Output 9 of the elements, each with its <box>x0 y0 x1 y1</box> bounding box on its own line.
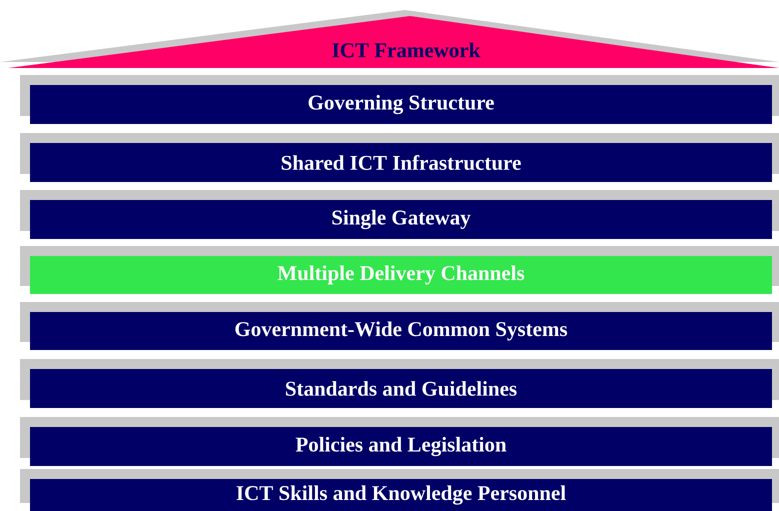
layer-bar: Multiple Delivery Channels <box>20 246 779 294</box>
roof-triangle: ICT Framework <box>0 10 779 68</box>
layer-bar: ICT Skills and Knowledge Personnel <box>20 469 779 511</box>
layer-bar: Policies and Legislation <box>20 417 779 466</box>
layer-bar: Governing Structure <box>20 75 779 124</box>
layer-bar: Single Gateway <box>20 190 779 239</box>
layer-bar: Government-Wide Common Systems <box>20 302 779 350</box>
layer-bar: Standards and Guidelines <box>20 359 779 408</box>
layer-bar: Shared ICT Infrastructure <box>20 133 779 182</box>
